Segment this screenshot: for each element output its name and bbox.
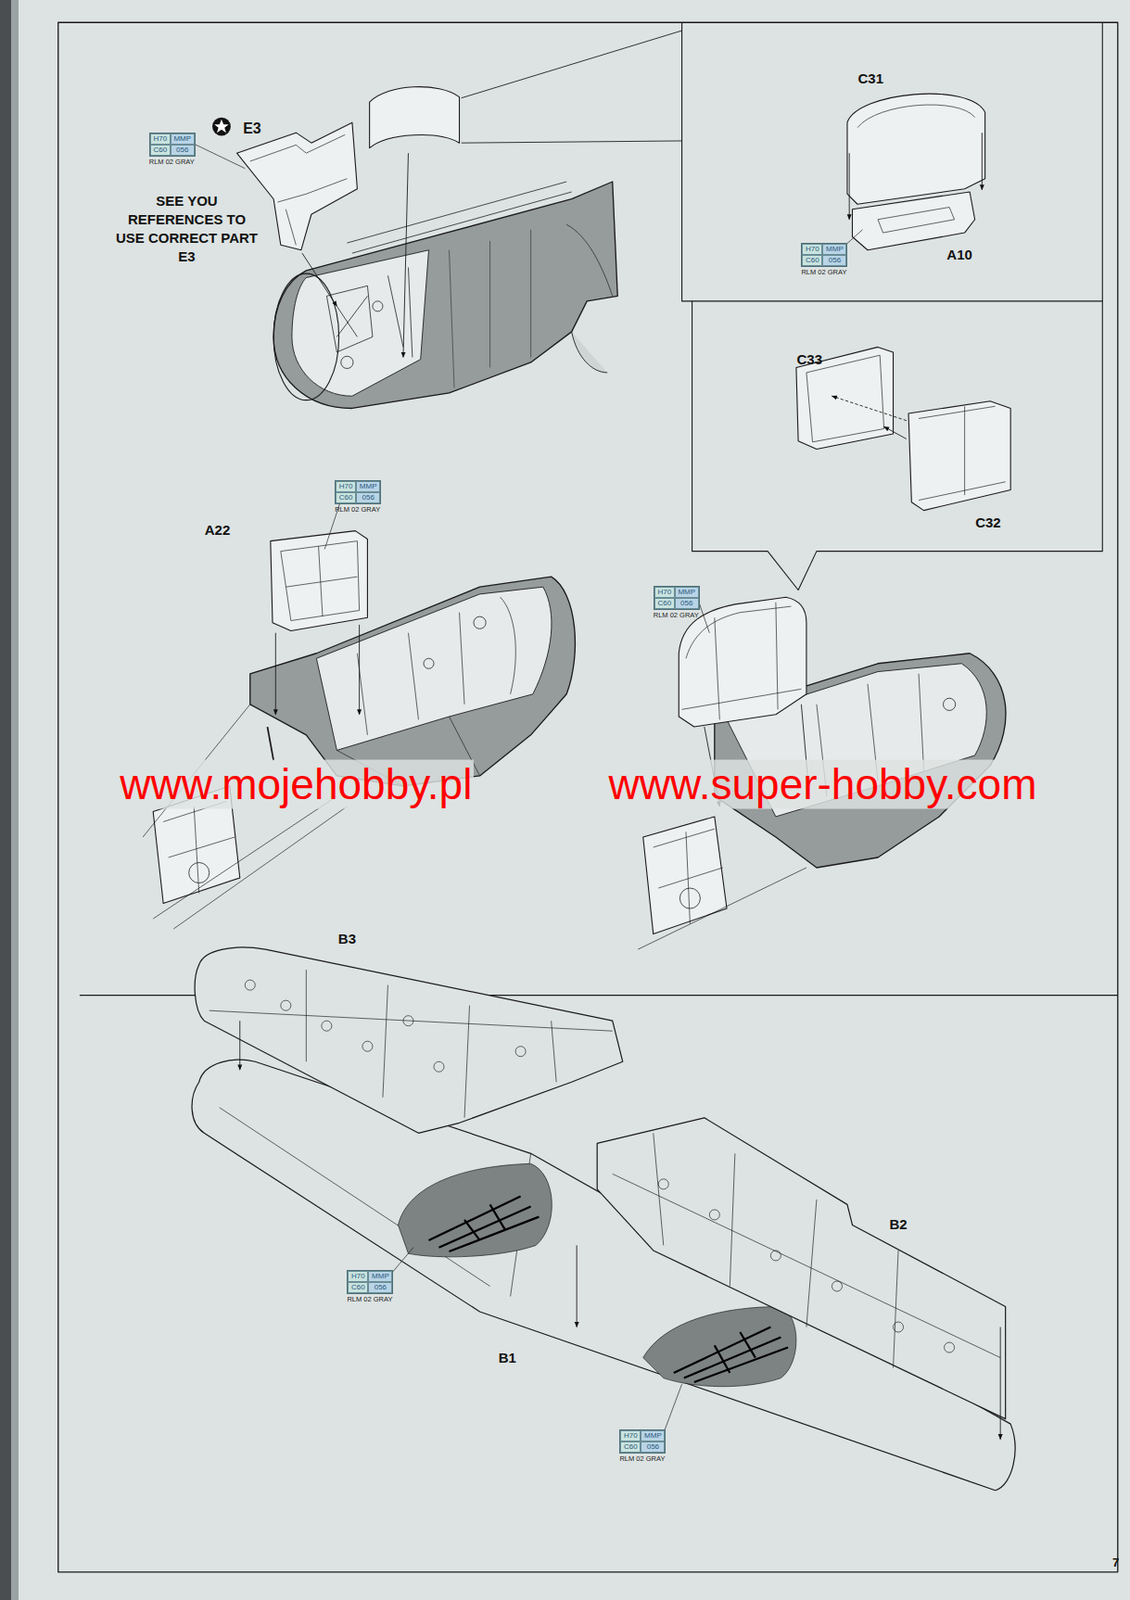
paint-code: MMP xyxy=(170,133,195,145)
paint-name: RLM 02 GRAY xyxy=(149,157,195,166)
paint-code: MMP xyxy=(640,1430,665,1442)
paint-code: C60 xyxy=(347,1282,369,1294)
paint-code-grid: H70MMPC60056 xyxy=(149,132,196,157)
part-label: C31 xyxy=(858,70,885,87)
watermark: www.super-hobby.com xyxy=(607,759,1040,809)
paint-code: 056 xyxy=(640,1441,665,1453)
paint-code: C60 xyxy=(335,492,356,504)
paint-callout: H70MMPC60056RLM 02 GRAY xyxy=(149,132,196,166)
paint-code: 056 xyxy=(368,1282,393,1294)
paint-code: H70 xyxy=(620,1430,641,1442)
paint-code: C60 xyxy=(654,597,675,610)
paint-code: H70 xyxy=(801,243,823,255)
part-label: A10 xyxy=(946,247,973,264)
paint-code: MMP xyxy=(355,481,381,493)
note: SEE YOU REFERENCES TO USE CORRECT PART E… xyxy=(113,191,262,267)
paint-code: H70 xyxy=(335,481,356,493)
paint-callout: H70MMPC60056RLM 02 GRAY xyxy=(334,480,381,514)
part-label: C32 xyxy=(975,514,1002,531)
paint-code: H70 xyxy=(347,1270,369,1283)
paint-code: MMP xyxy=(368,1270,393,1283)
part-label: B3 xyxy=(338,930,356,947)
paint-name: RLM 02 GRAY xyxy=(800,267,847,277)
paint-name: RLM 02 GRAY xyxy=(619,1454,665,1463)
part-label: C33 xyxy=(796,351,823,368)
part-label: B2 xyxy=(888,1217,907,1233)
paint-code-grid: H70MMPC60056 xyxy=(334,480,381,505)
paint-code: C60 xyxy=(801,254,823,267)
paint-code-grid: H70MMPC60056 xyxy=(800,242,848,267)
paint-code: H70 xyxy=(654,586,675,598)
page-number: 7 xyxy=(1112,1555,1119,1570)
part-label: B1 xyxy=(498,1349,517,1366)
paint-code-grid: H70MMPC60056 xyxy=(619,1429,666,1454)
part-label: E3 xyxy=(242,120,262,138)
paint-name: RLM 02 GRAY xyxy=(334,505,381,514)
paint-callout: H70MMPC60056RLM 02 GRAY xyxy=(346,1269,394,1304)
paint-code: 056 xyxy=(170,144,195,156)
paint-code: 056 xyxy=(355,492,381,504)
paint-callout: H70MMPC60056RLM 02 GRAY xyxy=(800,242,848,277)
paint-code: C60 xyxy=(150,144,171,156)
paint-code: H70 xyxy=(150,133,171,145)
part-label: A22 xyxy=(204,521,231,538)
paint-callout: H70MMPC60056RLM 02 GRAY xyxy=(653,585,700,620)
watermark: www.mojehobby.pl xyxy=(117,759,474,809)
paint-callout: H70MMPC60056RLM 02 GRAY xyxy=(619,1429,666,1463)
paint-name: RLM 02 GRAY xyxy=(346,1295,393,1304)
paint-code-grid: H70MMPC60056 xyxy=(346,1269,394,1295)
paint-code: MMP xyxy=(822,243,847,255)
paint-code-grid: H70MMPC60056 xyxy=(653,585,700,610)
paint-name: RLM 02 GRAY xyxy=(653,610,699,620)
paint-code: 056 xyxy=(822,254,847,267)
paint-code: 056 xyxy=(674,597,699,610)
paint-code: MMP xyxy=(674,586,699,598)
paint-code: C60 xyxy=(620,1441,641,1453)
